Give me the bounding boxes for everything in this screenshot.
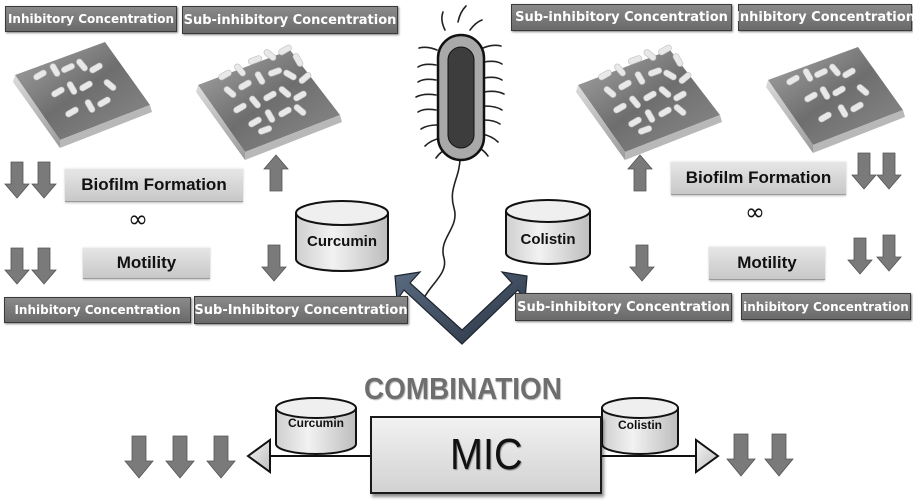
mic-label: MIC xyxy=(449,430,523,479)
inhibitory-concentration-label-top-right: Inhibitory Concentration xyxy=(735,4,913,31)
colistin-cylinder-small-icon xyxy=(601,397,679,455)
mic-box: MIC xyxy=(370,416,602,494)
v-shaped-double-arrow-icon xyxy=(394,271,528,345)
down-arrow-icon xyxy=(124,435,154,479)
biofilm-formation-label-left: Biofilm Formation xyxy=(65,168,243,202)
down-arrow-icon xyxy=(4,161,30,199)
down-arrow-icon xyxy=(261,244,287,282)
curcumin-cylinder-icon xyxy=(295,200,389,272)
sub-inhibitory-concentration-label-top-right: Sub-inhibitory Concentration xyxy=(511,4,732,31)
colistin-label: Colistin xyxy=(520,231,576,248)
colistin-cylinder-icon xyxy=(505,199,591,265)
bacterium-icon xyxy=(415,5,505,299)
down-arrow-icon xyxy=(764,433,794,477)
curcumin-label-combination: Curcumin xyxy=(287,416,344,430)
inhibitory-concentration-label-bottom-right: inhibitory Concentration xyxy=(741,293,911,320)
colistin-label-combination: Colistin xyxy=(618,418,662,432)
biofilm-formation-label-right: Biofilm Formation xyxy=(671,161,846,195)
down-arrow-icon xyxy=(876,152,902,190)
down-arrow-icon xyxy=(4,247,30,285)
right-arrowhead-icon xyxy=(695,438,720,474)
sub-inhibitory-concentration-label-bottom-left: Sub-Inhibitory Concentration xyxy=(194,296,408,324)
down-arrow-icon xyxy=(31,161,57,199)
inhibitory-concentration-label-bottom-left: Inhibitory Concentration xyxy=(4,297,191,323)
down-arrow-icon xyxy=(847,237,873,275)
biofilm-plates xyxy=(13,42,905,160)
sub-inhibitory-concentration-label-bottom-right: Sub-inhibitory Concentration xyxy=(515,293,732,321)
down-arrow-icon xyxy=(206,435,236,479)
biofilm-plate-sparse-right xyxy=(766,47,905,153)
down-arrow-icon xyxy=(851,152,877,190)
motility-label-right: Motility xyxy=(709,246,825,280)
down-arrow-icon xyxy=(165,435,195,479)
curcumin-label: Curcumin xyxy=(306,233,377,250)
sub-inhibitory-concentration-label-top-left: Sub-inhibitory Concentration xyxy=(182,6,398,34)
motility-label-left: Motility xyxy=(83,247,210,279)
combination-graphics xyxy=(124,397,794,479)
left-arrowhead-icon xyxy=(246,438,271,474)
diagram-graphics xyxy=(4,5,902,345)
combination-title: COMBINATION xyxy=(364,371,562,406)
infinity-icon-left: ∞ xyxy=(128,205,148,233)
infinity-icon-right: ∞ xyxy=(745,198,765,226)
curcumin-cylinder-small-icon xyxy=(275,397,357,455)
down-arrow-icon xyxy=(629,244,655,282)
biofilm-plate-dense-right xyxy=(576,43,722,160)
down-arrow-icon xyxy=(876,234,902,272)
down-arrow-icon xyxy=(31,247,57,285)
up-arrow-icon xyxy=(627,154,653,192)
biofilm-plate-dense-left xyxy=(196,43,342,160)
up-arrow-icon xyxy=(263,154,289,192)
biofilm-plate-sparse-left xyxy=(13,42,152,148)
inhibitory-concentration-label-top-left: Inhibitory Concentration xyxy=(5,6,177,32)
down-arrow-icon xyxy=(726,433,756,477)
